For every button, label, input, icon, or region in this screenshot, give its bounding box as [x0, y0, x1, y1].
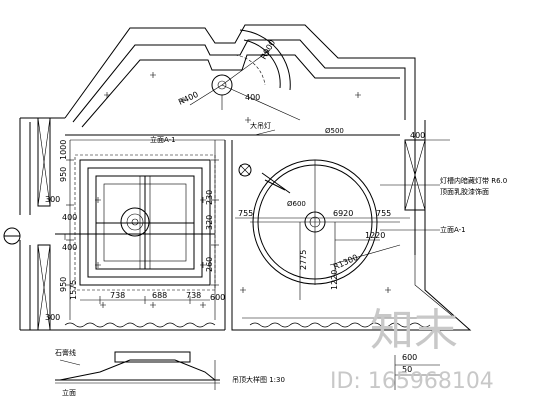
ceiling-note-2: 顶面乳胶漆饰面 [440, 187, 489, 196]
elevation-marker [3, 227, 21, 245]
section-bottom: 立面 [62, 388, 76, 397]
dim-230: 230 [205, 190, 214, 205]
dim-400-right: 400 [410, 131, 425, 140]
dim-300-left-a: 300 [45, 195, 60, 204]
top-arc-ceiling [189, 29, 301, 121]
downlights [95, 72, 391, 308]
dim-755-b: 755 [376, 209, 391, 218]
dim-r900: R900 [259, 38, 277, 61]
square-ceiling [55, 154, 216, 291]
dimension-lines [66, 129, 450, 320]
dim-600-mid: 600 [210, 293, 225, 302]
dim-r400: R400 [177, 90, 200, 107]
watermark-id: ID: 165968104 [330, 369, 494, 394]
dimension-labels: 950 1000 300 400 755 6920 755 1220 2775 … [45, 38, 425, 374]
dim-738: 738 [110, 291, 125, 300]
dim-738-b: 738 [186, 291, 201, 300]
dim-755-a: 755 [238, 209, 253, 218]
dim-600-bottom: 600 [402, 353, 417, 362]
dim-6920: 6920 [333, 209, 353, 218]
section-detail [55, 351, 440, 390]
curtain-box-lines [64, 322, 431, 328]
dim-320: 320 [205, 215, 214, 230]
watermark-brand: 知末 [370, 305, 458, 356]
dim-2775: 2775 [299, 250, 308, 270]
center-label: Ø600 [287, 200, 306, 208]
dim-688: 688 [152, 291, 167, 300]
dim-950-b: 950 [59, 277, 68, 292]
annotation-labels: 灯槽内暗藏灯带 R6.0 顶面乳胶漆饰面 立面A-1 Ø600 Ø500 大吊灯… [55, 121, 507, 397]
dim-400-bot: 400 [62, 243, 77, 252]
section-title: 吊顶大样图 1:30 [232, 375, 285, 384]
dim-260: 260 [205, 257, 214, 272]
round-ceiling [238, 159, 400, 285]
upper-label: 大吊灯 [250, 121, 271, 130]
dim-50-bottom: 50 [402, 365, 412, 374]
dim-400-top: 400 [245, 93, 260, 102]
small-label: Ø500 [325, 127, 344, 135]
dim-950: 950 [59, 167, 68, 182]
dim-300-left-b: 300 [45, 313, 60, 322]
outer-walls [19, 24, 472, 331]
dim-400-left: 400 [62, 213, 77, 222]
dim-1575: 1575 [69, 280, 78, 300]
ceiling-note: 灯槽内暗藏灯带 R6.0 [440, 176, 507, 185]
dim-1000: 1000 [59, 140, 68, 160]
dim-1220: 1220 [365, 231, 385, 240]
wall-label: 立面A-1 [440, 225, 466, 234]
top-left-label: 立面A-1 [150, 135, 176, 144]
watermark: 知末 ID: 165968104 [330, 305, 494, 394]
dim-1220-b: 1220 [330, 270, 339, 290]
section-left: 石膏线 [55, 348, 76, 357]
